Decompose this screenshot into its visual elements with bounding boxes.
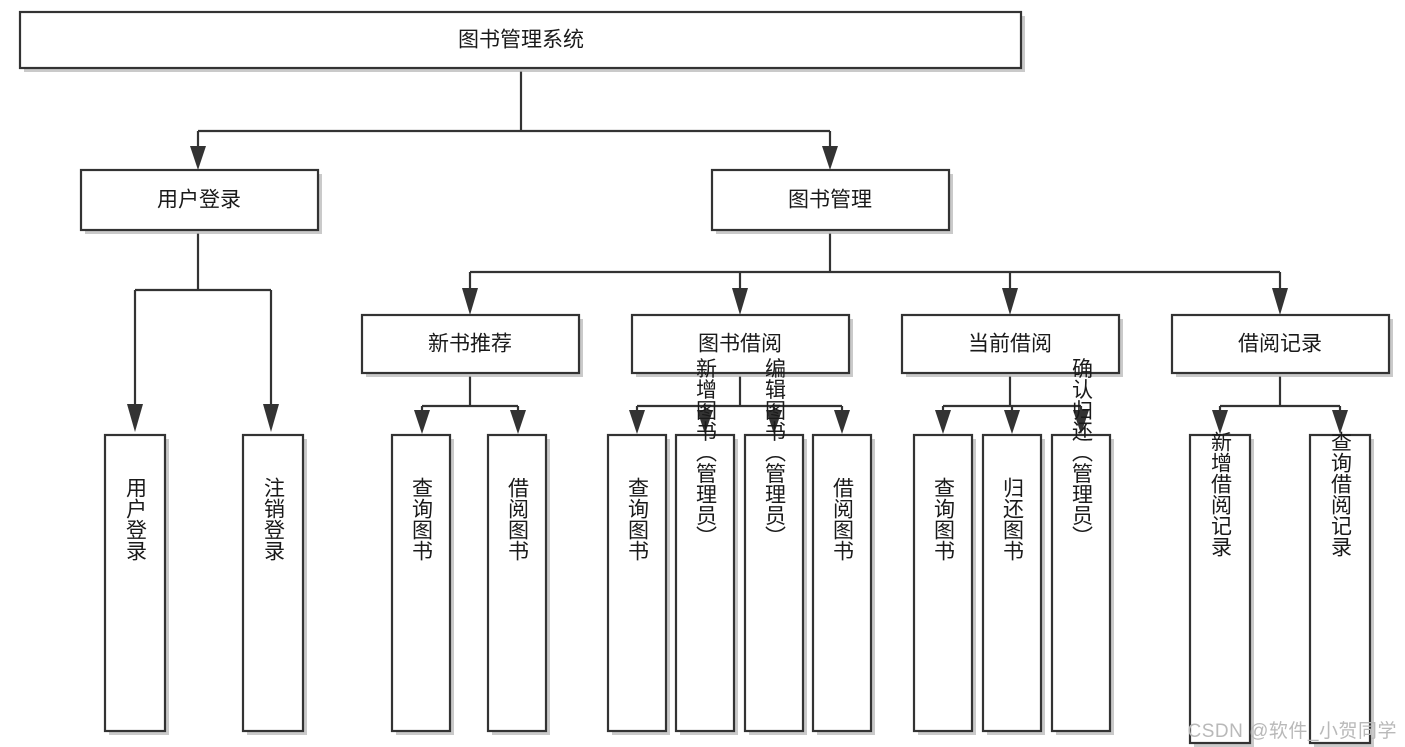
node-book-borrow-box [630,313,851,375]
node-new-book-recommend-label: 新书推荐 [428,333,512,356]
node-new-book-recommend[interactable]: 新书推荐 [360,313,583,377]
node-new-book-recommend-box [360,313,581,375]
node-root-box [18,10,1023,70]
leaf-label: 借阅图书 [831,477,855,561]
leaf-box [743,433,805,733]
arrow-current-a [935,410,951,434]
node-leaf-borrow-borrow-book[interactable]: 借阅图书 [811,433,875,735]
node-user-login[interactable]: 用户登录 [79,168,322,234]
node-leaf-borrow-edit-book[interactable]: 编辑图书（管理员） [743,358,807,736]
leaf-label: 用户登录 [124,477,148,561]
node-leaf-current-confirm-return[interactable]: 确认归还（管理员） [1050,358,1114,736]
node-leaf-current-query-book[interactable]: 查询图书 [912,433,976,735]
leaf-label: 归还图书 [1001,477,1025,561]
leaf-box [1188,433,1252,745]
leaf-box [390,433,452,733]
arrow-bm-to-record [1272,288,1288,315]
node-leaf-new-borrow-book[interactable]: 借阅图书 [486,433,550,735]
leaf-label: 查询图书 [932,477,956,561]
connector-layer [127,71,1348,434]
node-borrow-record-label: 借阅记录 [1238,333,1322,356]
leaf-box [811,433,873,733]
arrow-borrow-a [629,410,645,434]
arrow-borrow-b [697,410,713,434]
leaf-label: 借阅图书 [506,477,530,561]
node-book-borrow[interactable]: 图书借阅 [630,313,853,377]
arrow-current-b [1004,410,1020,434]
node-current-borrow-box [900,313,1121,375]
leaf-label: 新增图书（管理员） [694,358,718,547]
node-borrow-record[interactable]: 借阅记录 [1170,313,1393,377]
leaf-box [674,433,736,733]
leaf-label: 查询图书 [626,477,650,561]
leaf-label: 确认归还（管理员） [1070,358,1094,547]
arrow-user-login-a [127,404,143,432]
node-book-management-box [710,168,951,232]
node-book-borrow-label: 图书借阅 [698,333,782,356]
leaf-box [912,433,974,733]
arrow-new-a [414,410,430,434]
leaf-box [606,433,668,733]
arrow-record-b [1332,410,1348,434]
node-book-management[interactable]: 图书管理 [710,168,953,234]
arrow-bm-to-borrow [732,288,748,315]
leaf-label: 编辑图书（管理员） [763,358,787,547]
leaf-box [1050,433,1112,733]
leaf-box [241,433,305,733]
node-leaf-record-query-record[interactable]: 查询借阅记录 [1308,431,1374,747]
node-leaf-record-add-record[interactable]: 新增借阅记录 [1188,431,1254,747]
node-leaf-new-query-book[interactable]: 查询图书 [390,433,454,735]
arrow-borrow-c [766,410,782,434]
node-root[interactable]: 图书管理系统 [18,10,1025,72]
arrow-borrow-d [834,410,850,434]
leaf-box [486,433,548,733]
arrow-record-a [1212,410,1228,434]
leaf-label: 注销登录 [262,477,286,561]
node-user-login-box [79,168,320,232]
arrow-bm-to-current [1002,288,1018,315]
arrow-root-to-user-login [190,146,206,170]
arrow-user-login-b [263,404,279,432]
arrow-bm-to-new [462,288,478,315]
leaf-box [981,433,1043,733]
leaf-label: 查询借阅记录 [1329,431,1353,557]
node-leaf-user-login-logout[interactable]: 注销登录 [241,433,307,735]
node-current-borrow[interactable]: 当前借阅 [900,313,1123,377]
arrow-root-to-book-mgmt [822,146,838,170]
node-borrow-record-box [1170,313,1391,375]
node-current-borrow-label: 当前借阅 [968,333,1052,356]
leaf-box [103,433,167,733]
node-leaf-user-login-login[interactable]: 用户登录 [103,433,169,735]
node-leaf-borrow-query-book[interactable]: 查询图书 [606,433,670,735]
node-book-management-label: 图书管理 [788,189,872,212]
csdn-watermark: CSDN @软件_小贺同学 [1187,721,1397,742]
arrow-new-b [510,410,526,434]
arrow-current-c [1073,410,1089,434]
leaf-label: 新增借阅记录 [1209,431,1233,557]
node-root-label: 图书管理系统 [458,29,584,52]
leaf-label: 查询图书 [410,477,434,561]
node-leaf-current-return-book[interactable]: 归还图书 [981,433,1045,735]
node-user-login-label: 用户登录 [157,189,241,212]
node-leaf-borrow-add-book[interactable]: 新增图书（管理员） [674,358,738,736]
leaf-box [1308,433,1372,745]
